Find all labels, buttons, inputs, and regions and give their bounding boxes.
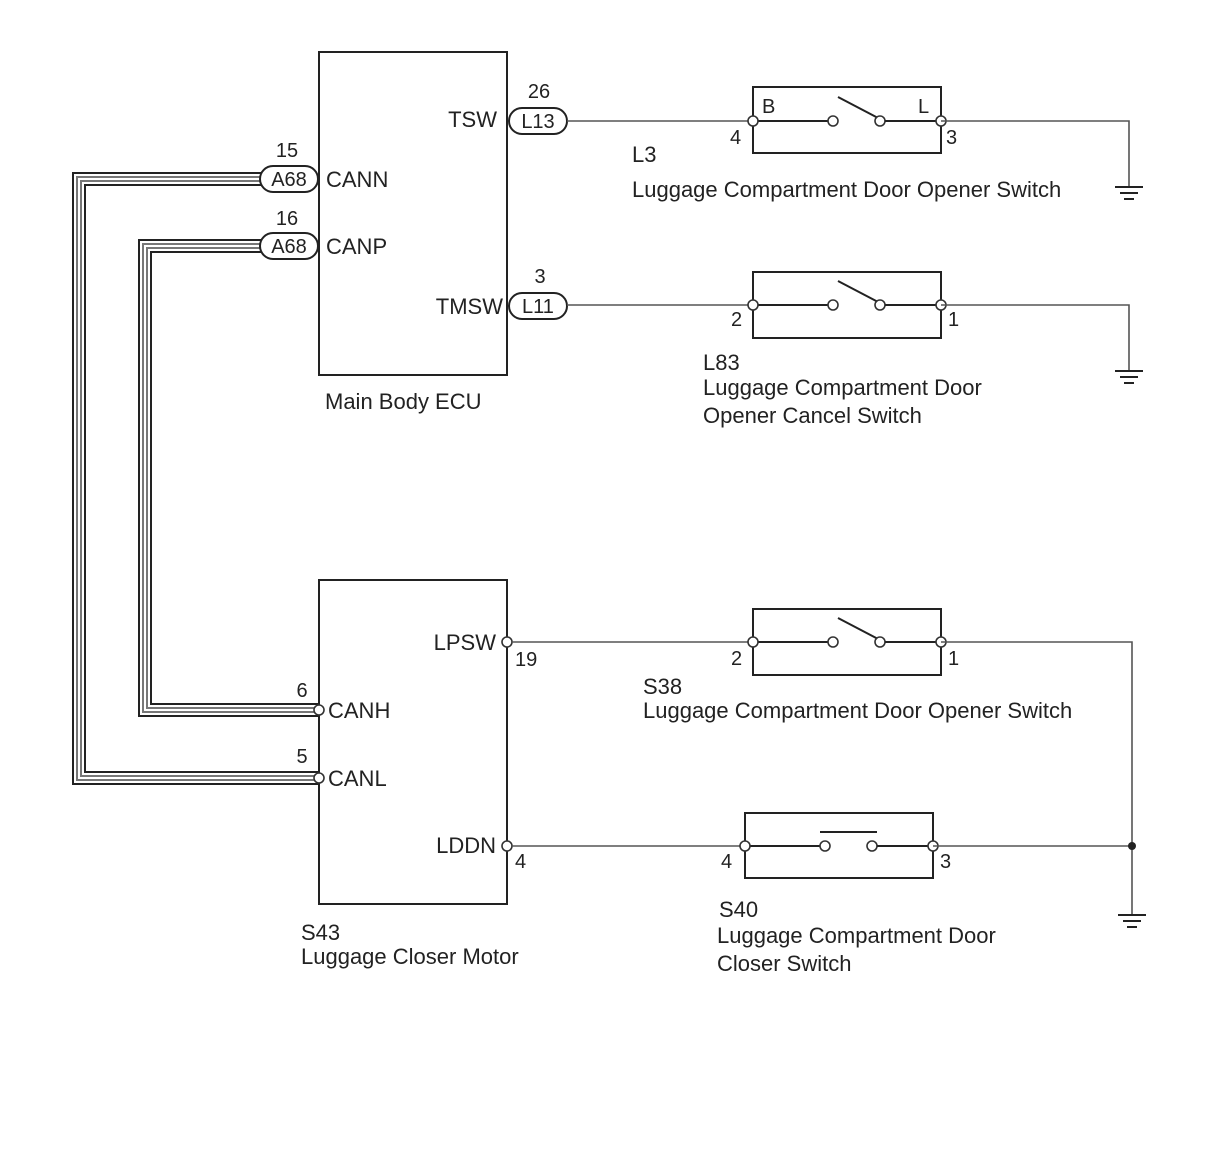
ground-icon (1115, 186, 1143, 200)
terminal-icon (747, 115, 759, 127)
connector-icon: A68 (259, 165, 319, 193)
connector-a68-canp-label: A68 (271, 236, 307, 258)
motor-code: S43 (301, 920, 340, 945)
wire-s38-ground (941, 641, 1133, 915)
motor-pin-lddn-number: 4 (515, 851, 526, 873)
wire-l83-ground (941, 304, 1130, 371)
switch-s40-title-line1: Luggage Compartment Door (717, 923, 996, 948)
terminal-icon (501, 636, 513, 648)
connector-icon: A68 (259, 232, 319, 260)
switch-icon (753, 280, 941, 311)
terminal-icon (501, 840, 513, 852)
switch-l3-tag-left: B (762, 96, 775, 118)
ecu-pin-canp-name: CANP (326, 234, 387, 259)
ecu-pin-cann-name: CANN (326, 167, 388, 192)
switch-l83-title-line2: Opener Cancel Switch (703, 403, 922, 428)
can-bus-canp-cable (138, 239, 318, 717)
motor-pin-canl-number: 5 (296, 746, 307, 768)
switch-icon (753, 96, 941, 127)
motor-pin-lpsw-name: LPSW (434, 630, 497, 655)
switch-s38-title: Luggage Compartment Door Opener Switch (643, 698, 1072, 723)
ecu-pin-tmsw-number: 3 (534, 266, 545, 288)
ground-icon (1118, 914, 1146, 928)
terminal-icon (313, 772, 325, 784)
motor-title: Luggage Closer Motor (301, 944, 519, 969)
junction-dot-icon (1128, 842, 1136, 850)
connector-icon: L13 (508, 107, 568, 135)
connector-a68-cann-label: A68 (271, 169, 307, 191)
terminal-icon (747, 636, 759, 648)
switch-s40-pin-right: 3 (940, 851, 951, 873)
terminal-icon (313, 704, 325, 716)
switch-l83-pin-right: 1 (948, 309, 959, 331)
switch-l3-code: L3 (632, 142, 656, 167)
switch-s38-pin-right: 1 (948, 648, 959, 670)
switch-s38-code: S38 (643, 674, 682, 699)
motor-pin-lddn-name: LDDN (436, 833, 496, 858)
motor-pin-lpsw-number: 19 (515, 649, 537, 671)
ecu-pin-tsw-name: TSW (448, 107, 497, 132)
ecu-pin-tsw-number: 26 (528, 81, 550, 103)
ecu-pin-cann-number: 15 (276, 140, 298, 162)
main-body-ecu-box (318, 51, 508, 376)
ecu-pin-tmsw-name: TMSW (436, 294, 503, 319)
switch-s40-pin-left: 4 (721, 851, 732, 873)
ecu-title: Main Body ECU (325, 389, 482, 414)
ground-icon (1115, 370, 1143, 384)
terminal-icon (739, 840, 751, 852)
connector-l11-label: L11 (522, 296, 554, 318)
wire-l3-ground (941, 120, 1130, 187)
switch-l83-code: L83 (703, 350, 740, 375)
terminal-icon (747, 299, 759, 311)
switch-l3-pin-right: 3 (946, 127, 957, 149)
ecu-pin-canp-number: 16 (276, 208, 298, 230)
switch-l83-title-line1: Luggage Compartment Door (703, 375, 982, 400)
can-bus-cann-cable (72, 172, 318, 785)
switch-s40-code: S40 (719, 897, 758, 922)
switch-l3-tag-right: L (918, 96, 929, 118)
switch-s38-pin-left: 2 (731, 648, 742, 670)
luggage-closer-motor-box (318, 579, 508, 905)
switch-l83-pin-left: 2 (731, 309, 742, 331)
connector-l13-label: L13 (521, 111, 554, 133)
motor-pin-canh-name: CANH (328, 698, 390, 723)
switch-l3-pin-left: 4 (730, 127, 741, 149)
motor-pin-canl-name: CANL (328, 766, 387, 791)
connector-icon: L11 (508, 292, 568, 320)
motor-pin-canh-number: 6 (296, 680, 307, 702)
switch-s40-title-line2: Closer Switch (717, 951, 851, 976)
switch-icon (745, 831, 933, 852)
switch-l3-title: Luggage Compartment Door Opener Switch (632, 177, 1061, 202)
switch-icon (753, 617, 941, 648)
